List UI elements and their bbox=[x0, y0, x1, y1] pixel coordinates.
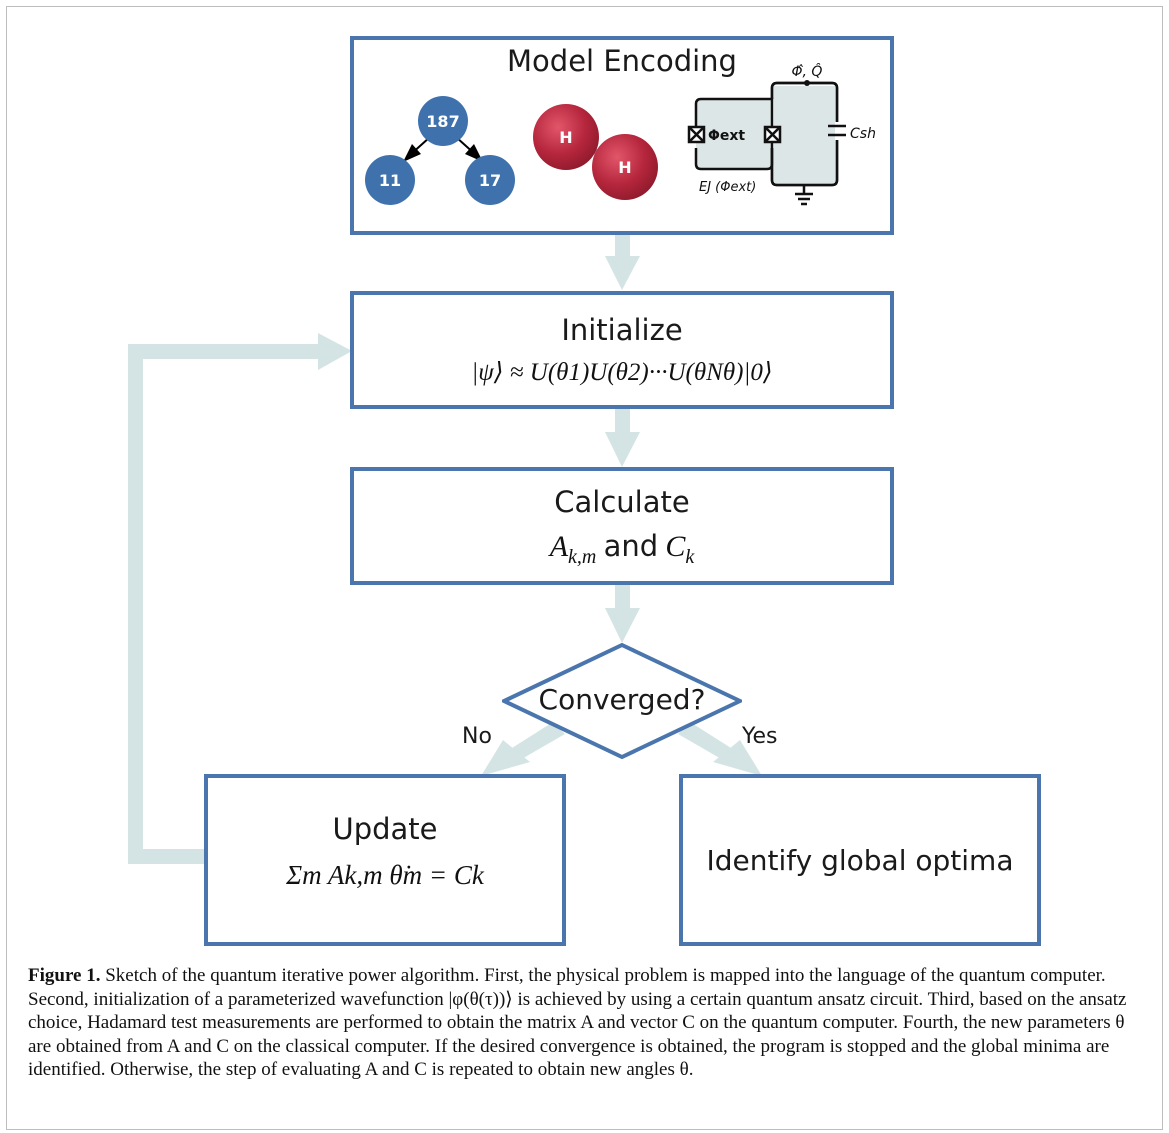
matrix-a-subscript: k,m bbox=[568, 545, 597, 568]
atom-1-label: H bbox=[559, 128, 572, 147]
h2-molecule: H H bbox=[533, 104, 658, 200]
circuit-flux-label: Φext bbox=[708, 128, 745, 144]
arrow-yes-shaft bbox=[678, 722, 731, 760]
initialize-title: Initialize bbox=[561, 313, 683, 347]
circuit-ej-label: EJ (Φext) bbox=[699, 180, 756, 195]
yes-label: Yes bbox=[742, 724, 778, 749]
update-box: Update Σm Ak,m θ̇m = Ck bbox=[204, 774, 566, 946]
arrow-encode-head bbox=[605, 256, 640, 290]
caption-label: Figure 1. bbox=[28, 965, 101, 986]
calculate-title: Calculate bbox=[554, 485, 690, 519]
model-encoding-box: Model Encoding 187 11 17 bbox=[350, 36, 894, 235]
graph-diagram: 187 11 17 bbox=[365, 96, 515, 205]
formula-and: and bbox=[603, 529, 659, 563]
update-title: Update bbox=[332, 812, 438, 846]
loop-top bbox=[128, 344, 324, 359]
atom-1 bbox=[533, 104, 599, 170]
graph-node-root bbox=[418, 96, 468, 146]
arrow-init-shaft bbox=[615, 408, 630, 434]
graph-node-right bbox=[465, 155, 515, 205]
figure-frame bbox=[6, 6, 1163, 1130]
identify-box: Identify global optima bbox=[679, 774, 1041, 946]
converged-decision bbox=[502, 643, 742, 759]
figure-caption: Figure 1. Sketch of the quantum iterativ… bbox=[28, 964, 1128, 1082]
vector-c-subscript: k bbox=[685, 545, 695, 568]
arrow-init-head bbox=[605, 432, 640, 467]
matrix-a-symbol: A bbox=[549, 530, 569, 563]
circuit-right-fill bbox=[774, 86, 835, 183]
no-label: No bbox=[462, 724, 492, 749]
model-encoding-illustration: 187 11 17 H H bbox=[365, 63, 876, 206]
arrow-yes-head bbox=[713, 740, 762, 776]
atom-2 bbox=[592, 134, 658, 200]
model-encoding-title: Model Encoding bbox=[507, 44, 737, 78]
arrow-calc-shaft bbox=[615, 584, 630, 610]
loop-bottom bbox=[128, 849, 209, 864]
circuit-cap-label: Csh bbox=[850, 126, 876, 142]
calculate-box: Calculate Ak,m and Ck bbox=[350, 467, 894, 585]
atom-2-label: H bbox=[618, 158, 631, 177]
identify-label: Identify global optima bbox=[706, 844, 1014, 877]
circuit-diagram bbox=[687, 80, 846, 206]
arrow-no-shaft bbox=[512, 722, 565, 760]
graph-arrowhead-right bbox=[465, 144, 483, 162]
initialize-box: Initialize |ψ⟩ ≈ U(θ1)U(θ2)···U(θNθ)|0⟩ bbox=[350, 291, 894, 409]
arrow-no-head bbox=[481, 740, 530, 776]
calculate-formula: Ak,m and Ck bbox=[354, 529, 890, 569]
graph-node-left-label: 11 bbox=[379, 171, 401, 190]
caption-text: Sketch of the quantum iterative power al… bbox=[28, 965, 1127, 1080]
vector-c-symbol: C bbox=[665, 530, 686, 563]
initialize-formula: |ψ⟩ ≈ U(θ1)U(θ2)···U(θNθ)|0⟩ bbox=[471, 359, 773, 386]
junction-right-x2 bbox=[764, 126, 781, 143]
graph-node-left bbox=[365, 155, 415, 205]
graph-node-root-label: 187 bbox=[426, 112, 459, 131]
decision-diamond bbox=[502, 643, 742, 759]
arrow-calc-head bbox=[605, 608, 640, 643]
circuit-top-label: Φ̂, Q̂ bbox=[792, 63, 823, 80]
decision-label: Converged? bbox=[538, 683, 706, 716]
loop-left bbox=[128, 344, 143, 864]
update-formula: Σm Ak,m θ̇m = Ck bbox=[286, 860, 484, 890]
loop-head bbox=[318, 333, 352, 370]
graph-node-right-label: 17 bbox=[479, 171, 501, 190]
arrow-encode-shaft bbox=[615, 233, 630, 259]
graph-arrowhead-left bbox=[403, 144, 421, 162]
circuit-node-dot bbox=[804, 80, 810, 86]
junction-left-x2 bbox=[688, 126, 705, 143]
